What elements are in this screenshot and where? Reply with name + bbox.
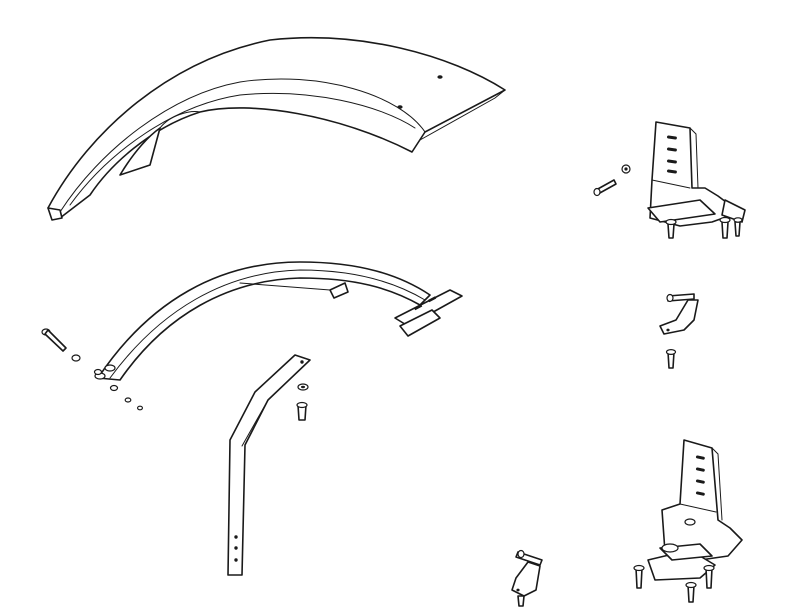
linkage-rod-mid: [659, 293, 699, 369]
fender-support-arc: [94, 261, 463, 381]
linkage-rod-bottom: [511, 549, 543, 607]
support-arm: [227, 354, 311, 576]
mounting-bracket-lower: [633, 439, 743, 603]
fender: [47, 37, 506, 221]
bolt-set-left: [41, 328, 144, 411]
mounting-bracket-upper: [593, 121, 746, 239]
